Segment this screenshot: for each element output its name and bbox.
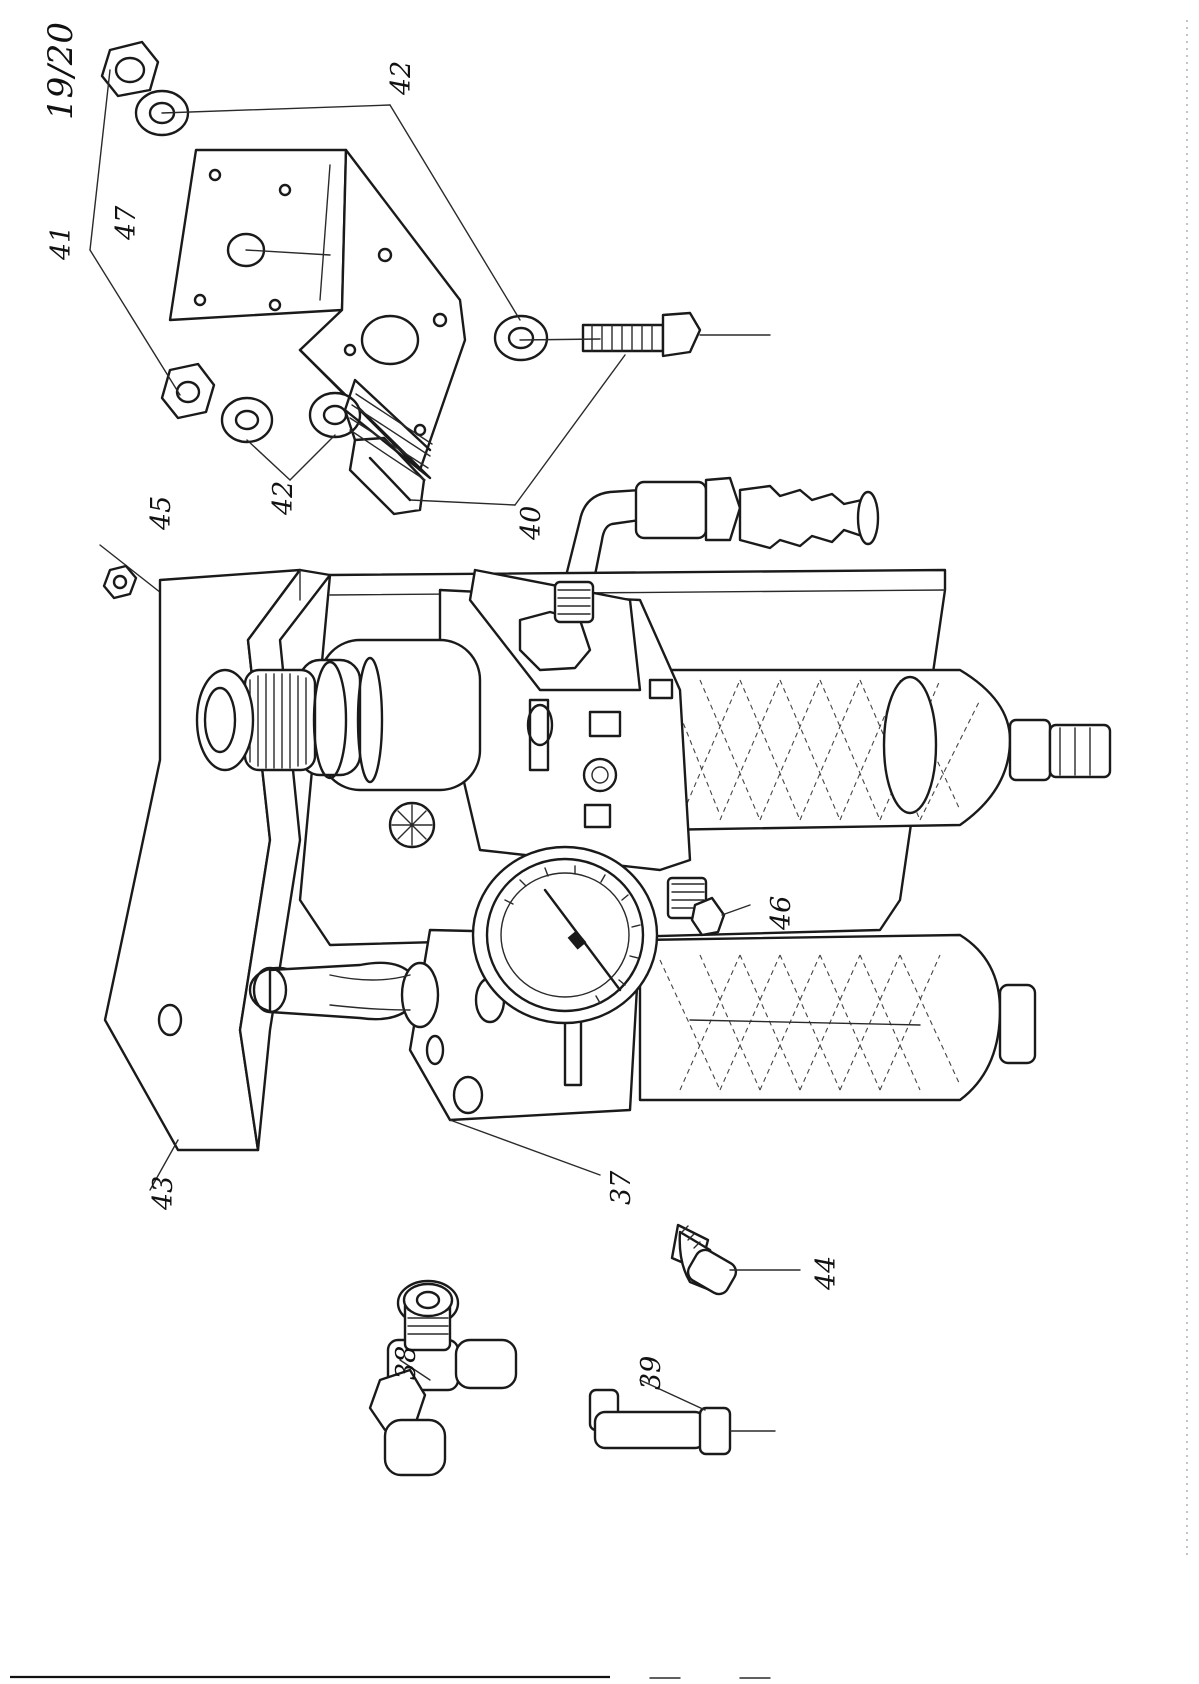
pressure-gauge xyxy=(473,847,657,1023)
hex-nut-top xyxy=(102,42,158,96)
callout-38: 38 xyxy=(391,1346,422,1380)
washer-left xyxy=(222,398,272,442)
leader-42-lower-b xyxy=(290,435,335,480)
callout-37: 37 xyxy=(606,1170,637,1205)
leader-37 xyxy=(450,1120,600,1175)
centerline-right xyxy=(520,339,600,340)
small-nut-45 xyxy=(104,566,136,598)
leader-42-lower xyxy=(247,440,290,480)
socket-screw-part-44 xyxy=(672,1225,740,1298)
filter-bowl-upper xyxy=(655,670,1110,830)
page-number: 19/20 xyxy=(41,22,81,120)
bracket-top-face xyxy=(170,150,346,320)
wall-bracket-part-43 xyxy=(105,570,330,1150)
leader-40-b xyxy=(515,355,625,505)
shutoff-handle xyxy=(250,963,438,1027)
callout-47: 47 xyxy=(111,205,142,241)
hex-bolt-right xyxy=(583,313,770,356)
callout-46: 46 xyxy=(766,896,797,931)
callout-42: 42 xyxy=(386,61,417,96)
callout-43: 43 xyxy=(148,1176,179,1211)
vent-star xyxy=(390,803,434,847)
leader-42-upper xyxy=(162,105,390,113)
leader-41-upper xyxy=(90,70,110,250)
callout-40: 40 xyxy=(516,506,547,541)
callout-45: 45 xyxy=(146,496,177,531)
callout-44: 44 xyxy=(811,1256,842,1291)
hex-nut-left xyxy=(162,364,214,418)
filter-bowl-lower xyxy=(640,935,1035,1100)
leader-41-lower xyxy=(90,250,180,395)
callout-41: 41 xyxy=(46,226,77,261)
callout-42: 42 xyxy=(268,481,299,516)
callout-39: 39 xyxy=(636,1356,667,1390)
leader-40-a xyxy=(410,500,515,505)
washer-right xyxy=(495,316,547,360)
